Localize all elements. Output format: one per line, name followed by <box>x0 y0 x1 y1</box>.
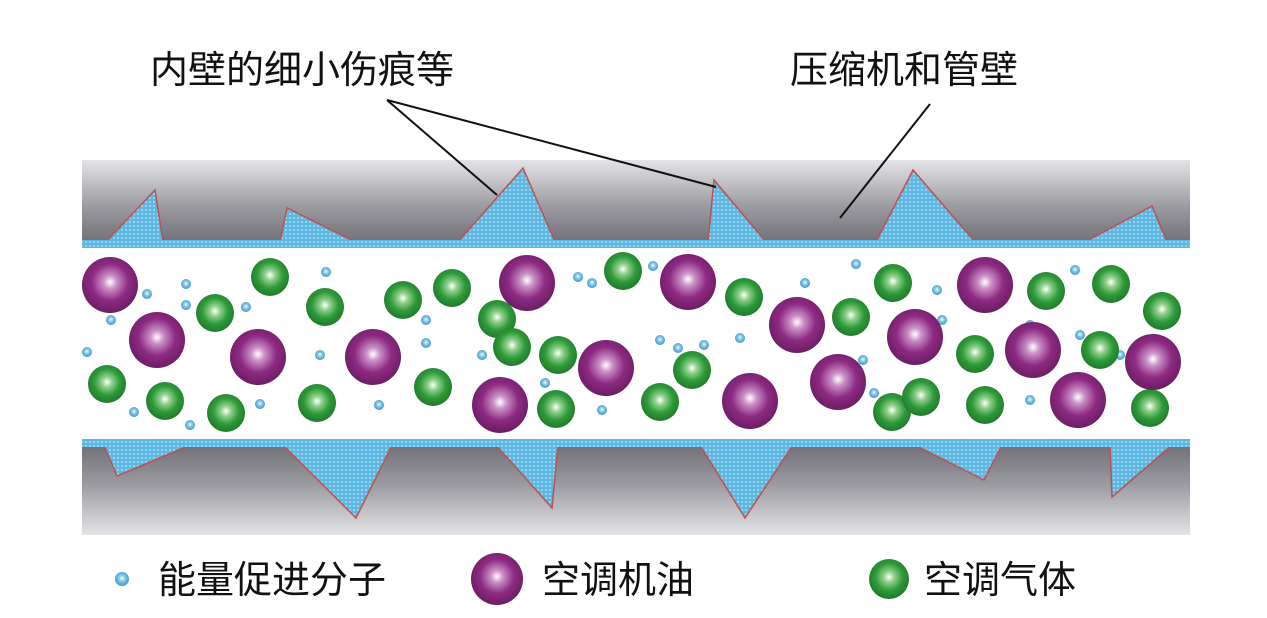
energy-molecule <box>1070 265 1080 275</box>
legend-label-energy: 能量促进分子 <box>158 558 386 602</box>
oil-molecule <box>82 257 138 313</box>
energy-molecule <box>129 407 139 417</box>
gas-molecule <box>493 328 531 366</box>
energy-molecule <box>587 278 597 288</box>
oil-molecule <box>769 297 825 353</box>
energy-molecule <box>1075 330 1085 340</box>
energy-molecule <box>1025 395 1035 405</box>
gas-molecule <box>604 252 642 290</box>
pointer-wall <box>839 103 931 219</box>
legend-purple-icon <box>471 553 523 605</box>
energy-molecule <box>699 340 709 350</box>
gas-molecule <box>902 378 940 416</box>
oil-molecule <box>1005 322 1061 378</box>
gas-molecule <box>1092 265 1130 303</box>
gas-molecule <box>539 336 577 374</box>
legend-label-gas: 空调气体 <box>924 558 1076 602</box>
energy-molecule <box>241 302 251 312</box>
energy-molecule <box>851 259 861 269</box>
gas-molecule <box>207 394 245 432</box>
energy-molecule <box>540 378 550 388</box>
oil-molecule <box>957 257 1013 313</box>
oil-molecule <box>129 312 185 368</box>
energy-molecule <box>673 343 683 353</box>
energy-molecule <box>597 405 607 415</box>
energy-molecule <box>477 350 487 360</box>
energy-molecule <box>374 400 384 410</box>
gas-molecule <box>196 294 234 332</box>
energy-molecule <box>648 261 658 271</box>
gas-molecule <box>874 264 912 302</box>
gas-molecule <box>966 386 1004 424</box>
gas-molecule <box>1027 272 1065 310</box>
pipe-wall-bottom <box>82 443 1190 535</box>
gas-molecule <box>251 258 289 296</box>
energy-molecule <box>181 300 191 310</box>
oil-molecule <box>230 329 286 385</box>
oil-molecule <box>810 354 866 410</box>
oil-molecule <box>345 329 401 385</box>
gas-molecule <box>433 269 471 307</box>
oil-molecule <box>1125 334 1181 390</box>
gas-molecule <box>832 298 870 336</box>
energy-molecule <box>82 347 92 357</box>
oil-molecule <box>722 373 778 429</box>
gas-molecule <box>956 335 994 373</box>
coating-bottom <box>82 439 1190 447</box>
gas-molecule <box>146 382 184 420</box>
energy-molecule <box>800 278 810 288</box>
oil-molecule <box>660 254 716 310</box>
label-defects: 内壁的细小伤痕等 <box>150 48 454 92</box>
gas-molecule <box>384 281 422 319</box>
energy-molecule <box>315 350 325 360</box>
oil-molecule <box>472 377 528 433</box>
energy-molecule <box>421 338 431 348</box>
gas-molecule <box>537 390 575 428</box>
gas-molecule <box>414 368 452 406</box>
energy-molecule <box>185 420 195 430</box>
energy-molecule <box>421 315 431 325</box>
energy-molecule <box>869 388 879 398</box>
legend: 能量促进分子 空调机油 空调气体 <box>115 553 1076 605</box>
oil-molecule <box>578 340 634 396</box>
gas-molecule <box>725 278 763 316</box>
energy-molecule <box>932 285 942 295</box>
gas-molecule <box>1081 331 1119 369</box>
legend-blue-icon <box>115 572 129 586</box>
gas-molecule <box>1131 389 1169 427</box>
energy-molecule <box>573 272 583 282</box>
energy-molecule <box>937 315 947 325</box>
pipe-wall-top <box>82 160 1190 245</box>
energy-molecule <box>106 315 116 325</box>
energy-molecule <box>255 399 265 409</box>
gas-molecule <box>1143 292 1181 330</box>
oil-molecule <box>887 309 943 365</box>
oil-molecule <box>1050 372 1106 428</box>
energy-molecule <box>858 355 868 365</box>
gas-molecule <box>673 351 711 389</box>
molecules <box>82 252 1181 433</box>
energy-molecule <box>655 335 665 345</box>
legend-green-icon <box>869 559 909 599</box>
coating-top <box>82 240 1190 248</box>
pointer-lines <box>386 99 931 219</box>
energy-molecule <box>735 333 745 343</box>
gas-molecule <box>478 300 516 338</box>
pointer-defects-1 <box>386 99 498 196</box>
oil-molecule <box>499 255 555 311</box>
gas-molecule <box>641 383 679 421</box>
pointer-defects-2 <box>386 99 717 188</box>
gas-molecule <box>88 365 126 403</box>
label-pipe-wall: 压缩机和管壁 <box>790 48 1018 92</box>
energy-molecule <box>181 279 191 289</box>
energy-molecule <box>321 267 331 277</box>
gas-molecule <box>306 288 344 326</box>
gas-molecule <box>298 384 336 422</box>
energy-molecule <box>142 289 152 299</box>
gas-molecule <box>873 393 911 431</box>
legend-label-oil: 空调机油 <box>542 558 694 602</box>
